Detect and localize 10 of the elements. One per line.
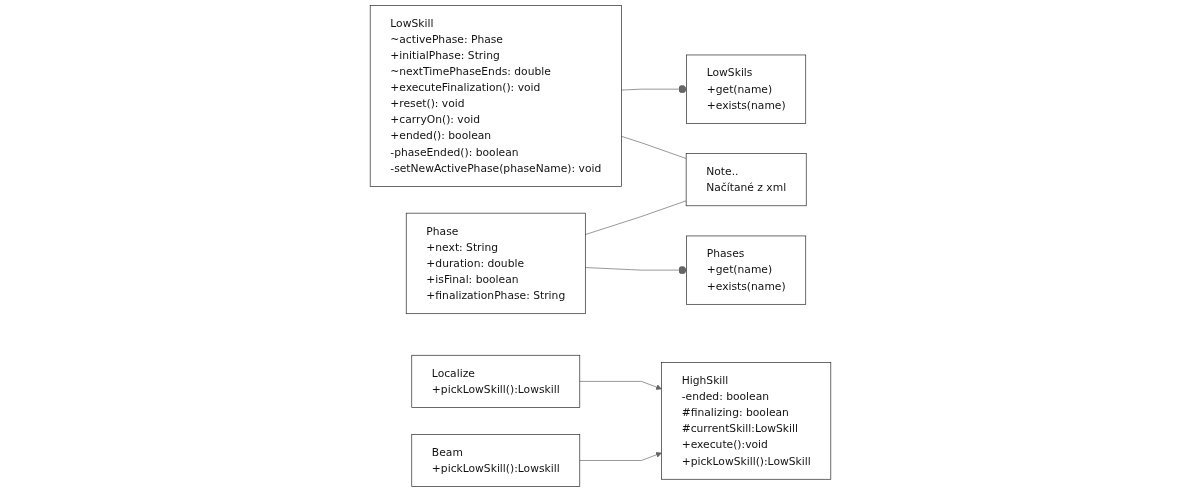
node-box: Phase +next: String +duration: double +isFinal: boolean +finalizationPhase: String	[405, 212, 586, 315]
node-box: LowSkill ~activePhase: Phase +initialPhase: String ~nextTimePhaseEnds: double +executeFinalization(): void +reset(): void +carryOn(): void +ended(): boolean -phaseEnded(): boolean -setNewActivePhase(phaseName): void	[369, 5, 622, 187]
node-box: Note.. Načítané z xml	[685, 153, 807, 207]
connector	[584, 200, 687, 235]
node-box: LowSkils +get(name) +exists(name)	[686, 54, 807, 124]
node-box: Localize +pickLowSkill():Lowskill	[411, 354, 581, 408]
node-box: Beam +pickLowSkill():Lowskill	[411, 434, 581, 487]
node-box: HighSkill -ended: boolean #finalizing: boolean #currentSkill:LowSkill +execute():void +pickLowSkill():LowSkill	[661, 362, 832, 480]
node-box: Phases +get(name) +exists(name)	[686, 235, 807, 305]
connector	[621, 135, 687, 159]
